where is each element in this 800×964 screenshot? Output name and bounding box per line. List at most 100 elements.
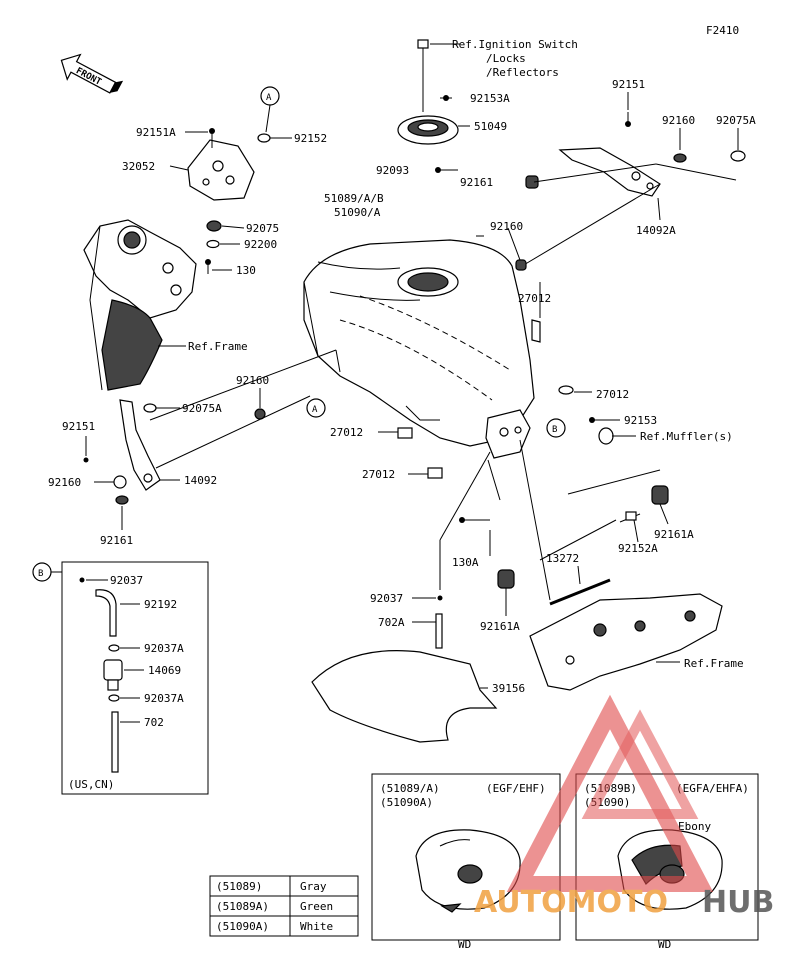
part-27012-m2: 27012 — [362, 468, 395, 481]
bracket-14092 — [83, 399, 266, 505]
pad-27012-m2 — [427, 467, 443, 479]
inset-hose: 92037 92192 92037A 14069 92037A 702 (US,… — [51, 561, 209, 795]
variant-left-wd: WD — [458, 938, 471, 951]
hose-part-2: 92192 — [144, 598, 177, 611]
variant-left-box: (51089/A) (51090A) (EGF/EHF) WD — [371, 773, 561, 951]
part-92075: 92075 — [246, 222, 279, 235]
hose-note: (US,CN) — [68, 778, 114, 791]
part-92151A: 92151A — [136, 126, 176, 139]
callout-b-mid: B — [546, 418, 566, 438]
grommet-92161-top — [525, 175, 539, 189]
callout-a-top: A — [260, 86, 280, 106]
frame-left — [83, 219, 197, 391]
callout-a-mid: A — [306, 398, 326, 418]
part-92160-mid: 92160 — [490, 220, 523, 233]
part-92093: 92093 — [376, 164, 409, 177]
ref-ignition-1: Ref.Ignition Switch — [452, 38, 578, 51]
part-92153A: 92153A — [470, 92, 510, 105]
bolt-130A — [459, 517, 490, 523]
color-name-3: White — [300, 920, 333, 933]
bracket-32052 — [187, 139, 255, 201]
part-32052: 32052 — [122, 160, 155, 173]
part-92075A-l: 92075A — [182, 402, 222, 415]
screw-92153A — [440, 95, 452, 101]
part-92200: 92200 — [244, 238, 277, 251]
color-code-2: (51089A) — [216, 900, 269, 913]
oring-92093 — [435, 167, 441, 173]
part-92160-tr: 92160 — [662, 114, 695, 127]
variant-right-box: (51089B) (51090) (EGFA/EHFA) Ebony WD — [575, 773, 759, 951]
part-130: 130 — [236, 264, 256, 277]
frame-right — [529, 593, 723, 691]
collar-92152A — [619, 511, 641, 523]
ref-muffler: Ref.Muffler(s) — [640, 430, 733, 443]
watermark-logo: AUTOMOTO HUB — [474, 694, 774, 920]
washer-92200 — [206, 239, 220, 249]
color-name-2: Green — [300, 900, 333, 913]
leader-lines — [85, 43, 739, 689]
ref-frame-left: Ref.Frame — [188, 340, 248, 353]
part-numbers: 92151A 92152 32052 92075 92200 130 92153… — [48, 78, 756, 695]
color-table: (51089) Gray (51089A) Green (51090A) Whi… — [209, 875, 359, 937]
hose-part-1: 92037 — [110, 574, 143, 587]
part-51049: 51049 — [474, 120, 507, 133]
hose-702A — [435, 613, 443, 649]
part-92151-tr: 92151 — [612, 78, 645, 91]
part-92161-top: 92161 — [460, 176, 493, 189]
part-39156: 39156 — [492, 682, 525, 695]
part-92152A: 92152A — [618, 542, 658, 555]
watermark-triangle-icon — [506, 694, 714, 892]
pad-27012-r1 — [531, 319, 541, 343]
part-27012-r1: 27012 — [518, 292, 551, 305]
callout-b-inset: B — [32, 562, 52, 582]
part-130A: 130A — [452, 556, 479, 569]
hose-part-4: 14069 — [148, 664, 181, 677]
variant-left-code-2: (51090A) — [380, 796, 433, 809]
muffler-clamp — [598, 427, 614, 445]
hose-part-5: 92037A — [144, 692, 184, 705]
part-92161A-r: 92161A — [654, 528, 694, 541]
clip-92037 — [437, 595, 443, 601]
bolt-92151A — [209, 128, 215, 148]
part-27012-m1: 27012 — [330, 426, 363, 439]
color-code-3: (51090A) — [216, 920, 269, 933]
variant-right-models: (EGFA/EHFA) — [676, 782, 749, 795]
callout-a-mid-label: A — [312, 405, 318, 415]
part-92151-l: 92151 — [62, 420, 95, 433]
tank-bracket — [485, 409, 531, 459]
rubber-92161A-b — [497, 569, 515, 589]
strip-13272 — [549, 578, 611, 606]
bolt-130 — [205, 259, 211, 274]
part-51090: 51090/A — [334, 206, 381, 219]
variant-right-ebony: Ebony — [678, 820, 711, 833]
rubber-92161A-r — [651, 485, 669, 505]
callout-texts: Ref.Ignition Switch /Locks /Reflectors R… — [188, 38, 744, 670]
part-14092: 14092 — [184, 474, 217, 487]
part-51089: 51089/A/B — [324, 192, 384, 205]
variant-left-models: (EGF/EHF) — [486, 782, 546, 795]
nut-92075 — [206, 220, 222, 232]
variant-left-code-1: (51089/A) — [380, 782, 440, 795]
watermark-text-b: HUB — [702, 885, 774, 920]
part-92153: 92153 — [624, 414, 657, 427]
part-92161A-b: 92161A — [480, 620, 520, 633]
color-name-1: Gray — [300, 880, 327, 893]
bracket-14092A — [558, 112, 746, 197]
color-code-1: (51089) — [216, 880, 262, 893]
watermark-text-a: AUTOMOTO — [474, 885, 668, 920]
ref-ignition-2: /Locks — [486, 52, 526, 65]
figure-code: F2410 — [706, 24, 739, 37]
ref-frame-right: Ref.Frame — [684, 657, 744, 670]
part-92161-l: 92161 — [100, 534, 133, 547]
grommet-92160-mid — [515, 259, 527, 271]
part-92037: 92037 — [370, 592, 403, 605]
part-92160-l: 92160 — [236, 374, 269, 387]
ref-ignition-3: /Reflectors — [486, 66, 559, 79]
part-14092A: 14092A — [636, 224, 676, 237]
part-92075A-tr: 92075A — [716, 114, 756, 127]
part-92160-l2: 92160 — [48, 476, 81, 489]
pad-27012-r2 — [558, 385, 574, 395]
callout-b-inset-label: B — [38, 569, 43, 579]
variant-right-wd: WD — [658, 938, 671, 951]
